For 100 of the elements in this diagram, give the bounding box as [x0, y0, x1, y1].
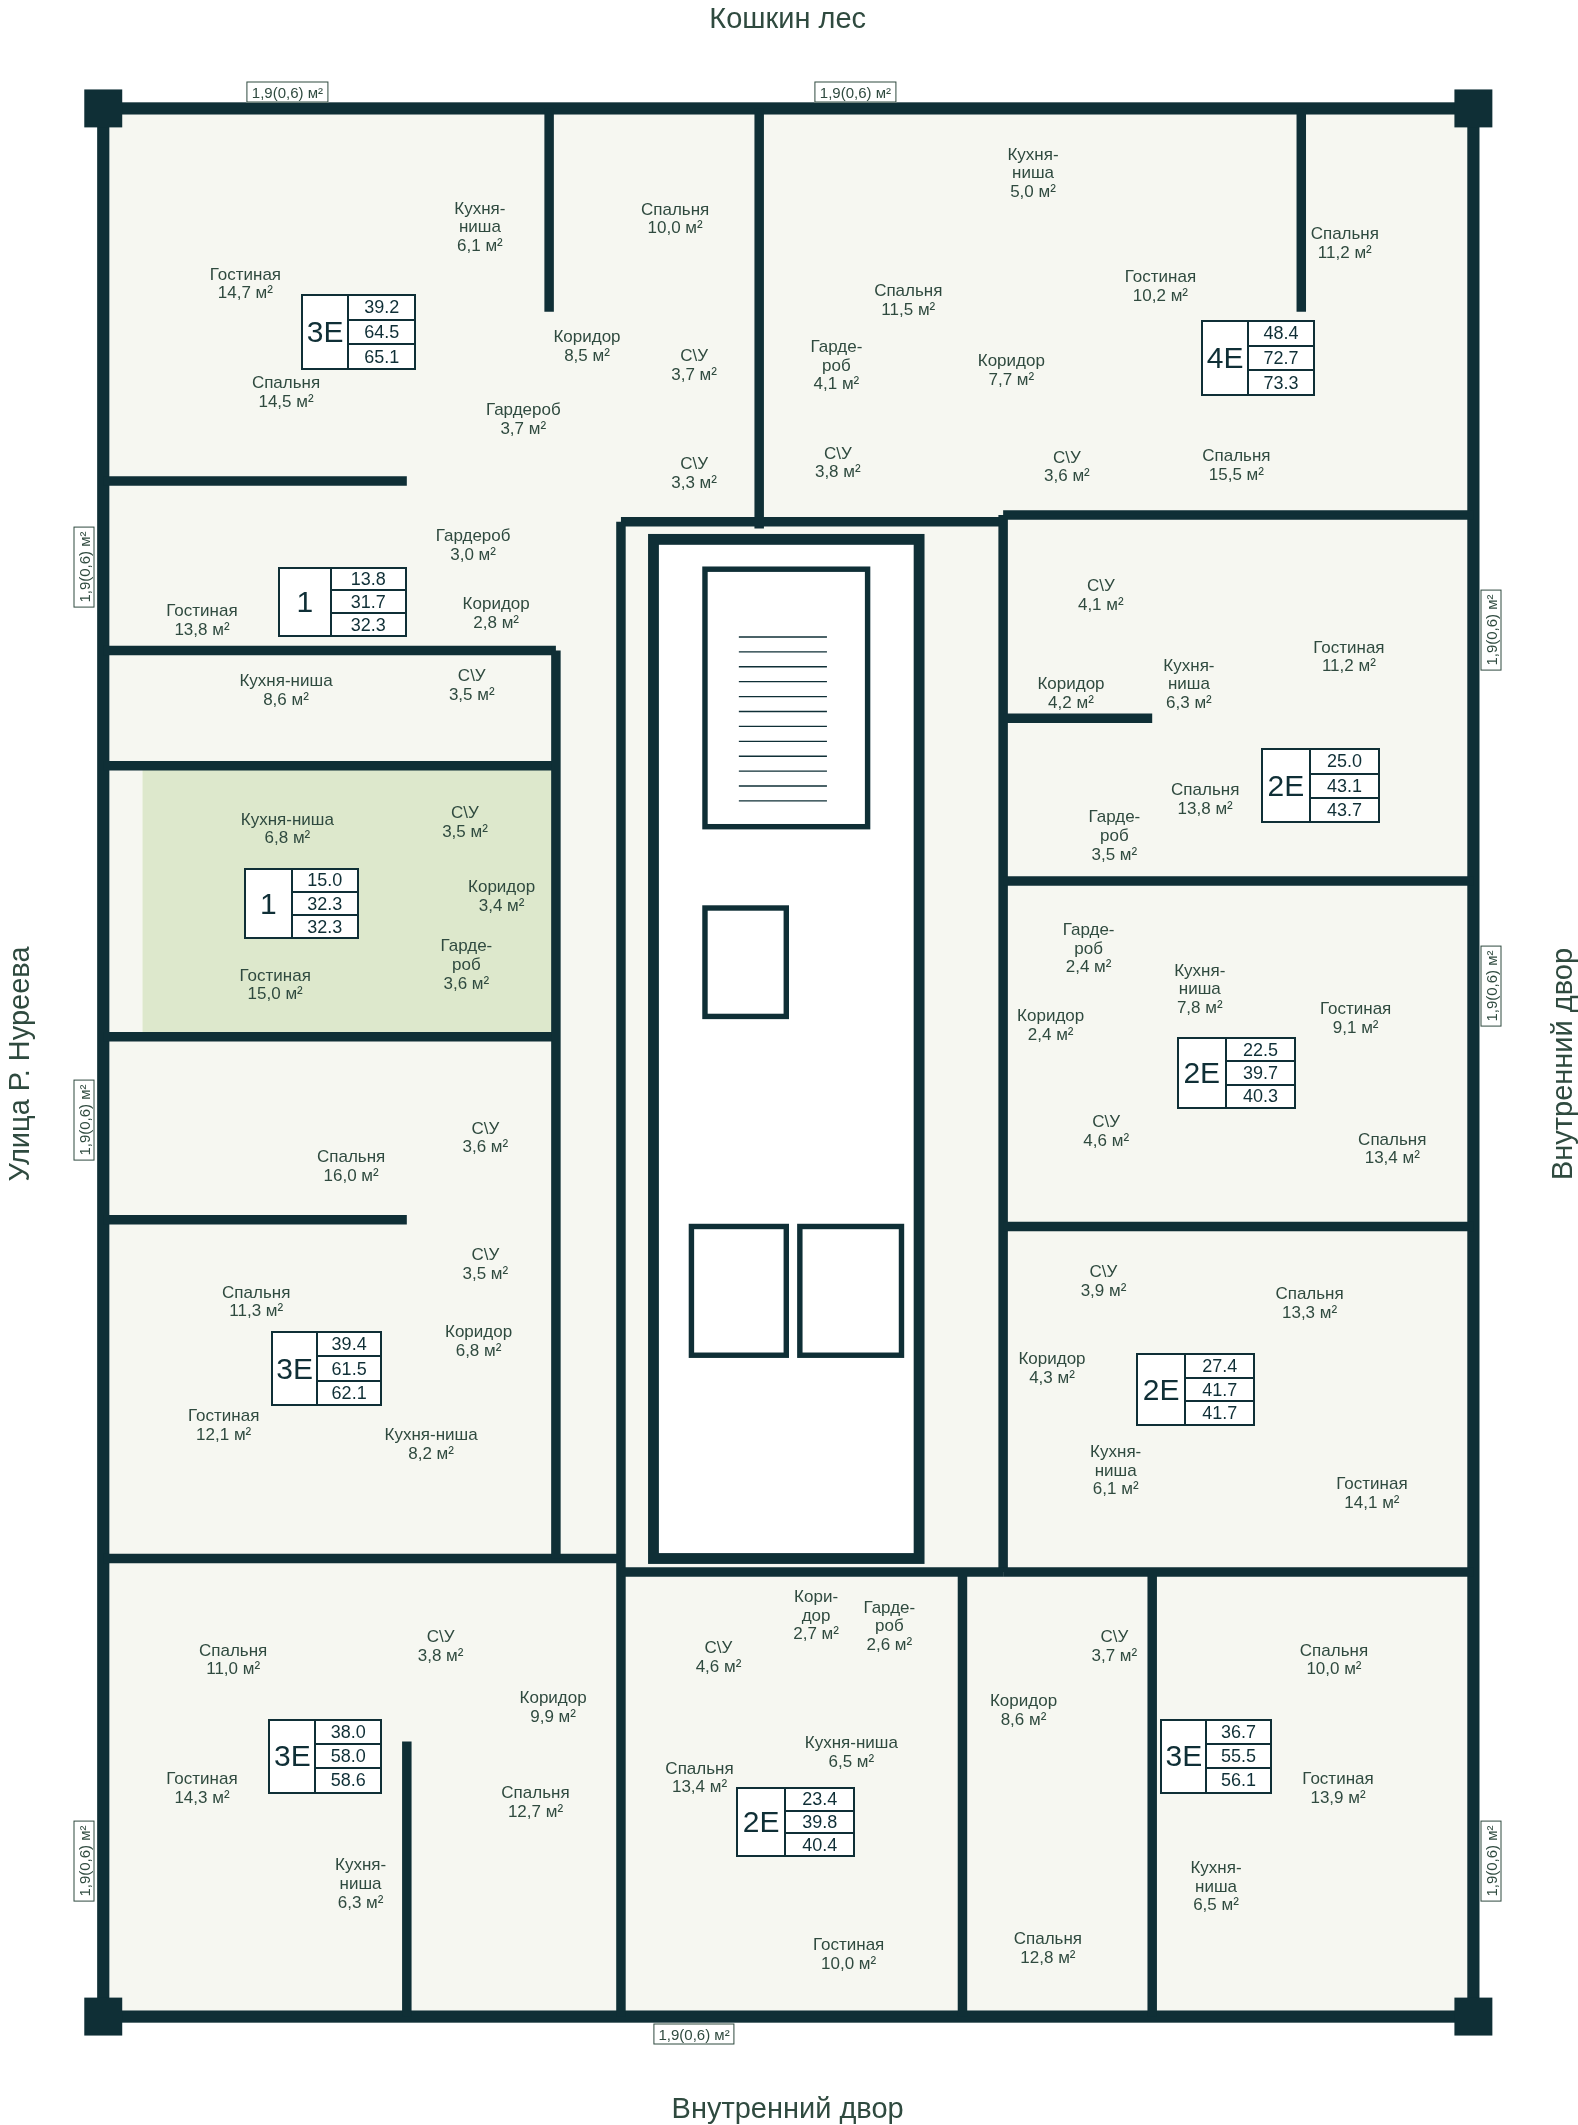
room-area: 6,5 м²: [828, 1752, 875, 1772]
room-name: Гостиная: [239, 966, 311, 986]
room-area: 8,5 м²: [564, 347, 610, 366]
room-name: Гардероб: [435, 527, 511, 547]
room-name: Коридор: [1017, 1007, 1085, 1027]
room-area: 4,1 м²: [813, 375, 860, 395]
room-area: 13,4 м²: [1364, 1149, 1420, 1169]
room-area: 4,2 м²: [1048, 694, 1094, 713]
area-value: 55.5: [1207, 1743, 1270, 1768]
room-area: 13,8 м²: [174, 620, 230, 640]
room-name: С\У: [704, 1639, 733, 1658]
apartment-info-box: [268, 1719, 383, 1794]
apartment-info-box: [244, 867, 360, 940]
room-area: 10,0 м²: [1306, 1660, 1362, 1680]
area-value: 39.8: [786, 1809, 854, 1833]
apartment-info-box: [1201, 319, 1315, 396]
balcony-area-label: 1,9(0,6) м²: [246, 81, 328, 103]
room-name: Спальня: [1310, 225, 1379, 244]
area-value: 43.7: [1310, 796, 1379, 821]
apartment-info-box: [1176, 1037, 1296, 1109]
room-area: 14,1 м²: [1344, 1493, 1400, 1513]
area-value: 40.4: [786, 1832, 854, 1856]
room-name: С\У: [1086, 577, 1115, 597]
room-name: Кори-дор: [794, 1587, 839, 1626]
apartment-info-box: [1136, 1352, 1256, 1427]
room-name: С\У: [1100, 1628, 1129, 1648]
apartment-info-box: [1160, 1719, 1272, 1794]
room-name: Коридор: [519, 1689, 587, 1709]
area-value: 32.3: [292, 914, 358, 938]
orientation-label: Улица Р. Нуреева: [2, 946, 36, 1182]
room-area: 10,0 м²: [821, 1954, 877, 1974]
room-name: Спальня: [199, 1642, 268, 1661]
area-value: 23.4: [801, 1788, 839, 1810]
apartment-info-box: [736, 1786, 856, 1858]
area-value: 73.3: [1249, 369, 1313, 394]
room-name: Коридор: [553, 328, 621, 348]
room-name: Коридор: [977, 352, 1045, 372]
room-name: С\У: [471, 1120, 500, 1139]
area-value: 38.0: [329, 1721, 367, 1744]
room-area: 11,3 м²: [229, 1302, 284, 1322]
room-area: 9,1 м²: [1332, 1019, 1379, 1039]
room-area: 4,1 м²: [1077, 596, 1124, 616]
room-name: Гостиная: [1320, 1000, 1392, 1020]
room-name: Спальня: [316, 1148, 386, 1168]
apartment-type: 1: [258, 885, 278, 922]
room-area: 14,7 м²: [217, 284, 273, 304]
room-name: Гостиная: [1302, 1770, 1374, 1790]
room-area: 3,5 м²: [442, 822, 488, 842]
area-value: 41.7: [1186, 1376, 1254, 1401]
room-name: Коридор: [445, 1323, 513, 1343]
room-area: 14,3 м²: [174, 1789, 230, 1809]
room-area: 2,4 м²: [1065, 958, 1112, 977]
area-value: 40.3: [1226, 1083, 1294, 1107]
room-name: С\У: [823, 444, 852, 464]
room-area: 2,8 м²: [473, 614, 519, 633]
room-name: Кухня-ниша: [384, 1426, 478, 1446]
apartment-info-box: [271, 1331, 383, 1406]
room-name: Спальня: [1171, 781, 1240, 800]
orientation-label: Внутренний двор: [1545, 948, 1578, 1181]
room-area: 6,3 м²: [337, 1893, 384, 1913]
room-name: С\У: [680, 347, 708, 366]
room-name: С\У: [451, 804, 479, 823]
apartment-type: 3Е: [273, 1738, 312, 1775]
room-name: Гостиная: [1313, 638, 1385, 658]
room-name: Спальня: [1358, 1130, 1427, 1150]
balcony-area-label: 1,9(0,6) м²: [1480, 589, 1502, 671]
area-value: 61.5: [318, 1355, 381, 1380]
room-area: 3,5 м²: [462, 1264, 509, 1284]
room-area: 6,8 м²: [264, 829, 311, 849]
area-value: 27.4: [1201, 1354, 1239, 1377]
room-name: Гарде-роб: [1088, 808, 1141, 846]
room-area: 4,3 м²: [1029, 1369, 1075, 1388]
room-name: Коридор: [462, 595, 530, 615]
apartment-type: 3Е: [1164, 1738, 1204, 1775]
area-value: 36.7: [1219, 1721, 1257, 1744]
room-area: 3,7 м²: [1091, 1647, 1138, 1666]
room-name: Кухня-ниша: [804, 1734, 898, 1753]
room-area: 2,7 м²: [793, 1625, 839, 1644]
room-name: С\У: [457, 667, 486, 686]
room-area: 3,5 м²: [448, 685, 495, 705]
room-name: Гостиная: [166, 602, 238, 621]
area-value: 32.3: [331, 612, 405, 636]
area-value: 22.5: [1241, 1039, 1279, 1061]
room-name: Кухня-ниша: [239, 672, 333, 692]
room-area: 3,8 м²: [417, 1647, 464, 1666]
room-area: 2,4 м²: [1027, 1026, 1074, 1045]
balcony-area-label: 1,9(0,6) м²: [1480, 1820, 1502, 1902]
room-area: 12,1 м²: [196, 1426, 252, 1445]
room-area: 14,5 м²: [258, 393, 314, 412]
room-area: 7,8 м²: [1176, 998, 1223, 1018]
room-name: Гардероб: [485, 401, 561, 421]
balcony-area-label: 1,9(0,6) м²: [73, 526, 95, 608]
room-area: 2,6 м²: [866, 1636, 913, 1655]
area-value: 15.0: [306, 869, 344, 891]
room-area: 12,8 м²: [1020, 1949, 1076, 1969]
room-area: 3,7 м²: [500, 420, 547, 439]
room-area: 12,7 м²: [507, 1803, 564, 1822]
room-area: 11,0 м²: [206, 1660, 261, 1680]
room-name: Коридор: [1037, 675, 1105, 695]
room-name: С\У: [1053, 449, 1081, 468]
